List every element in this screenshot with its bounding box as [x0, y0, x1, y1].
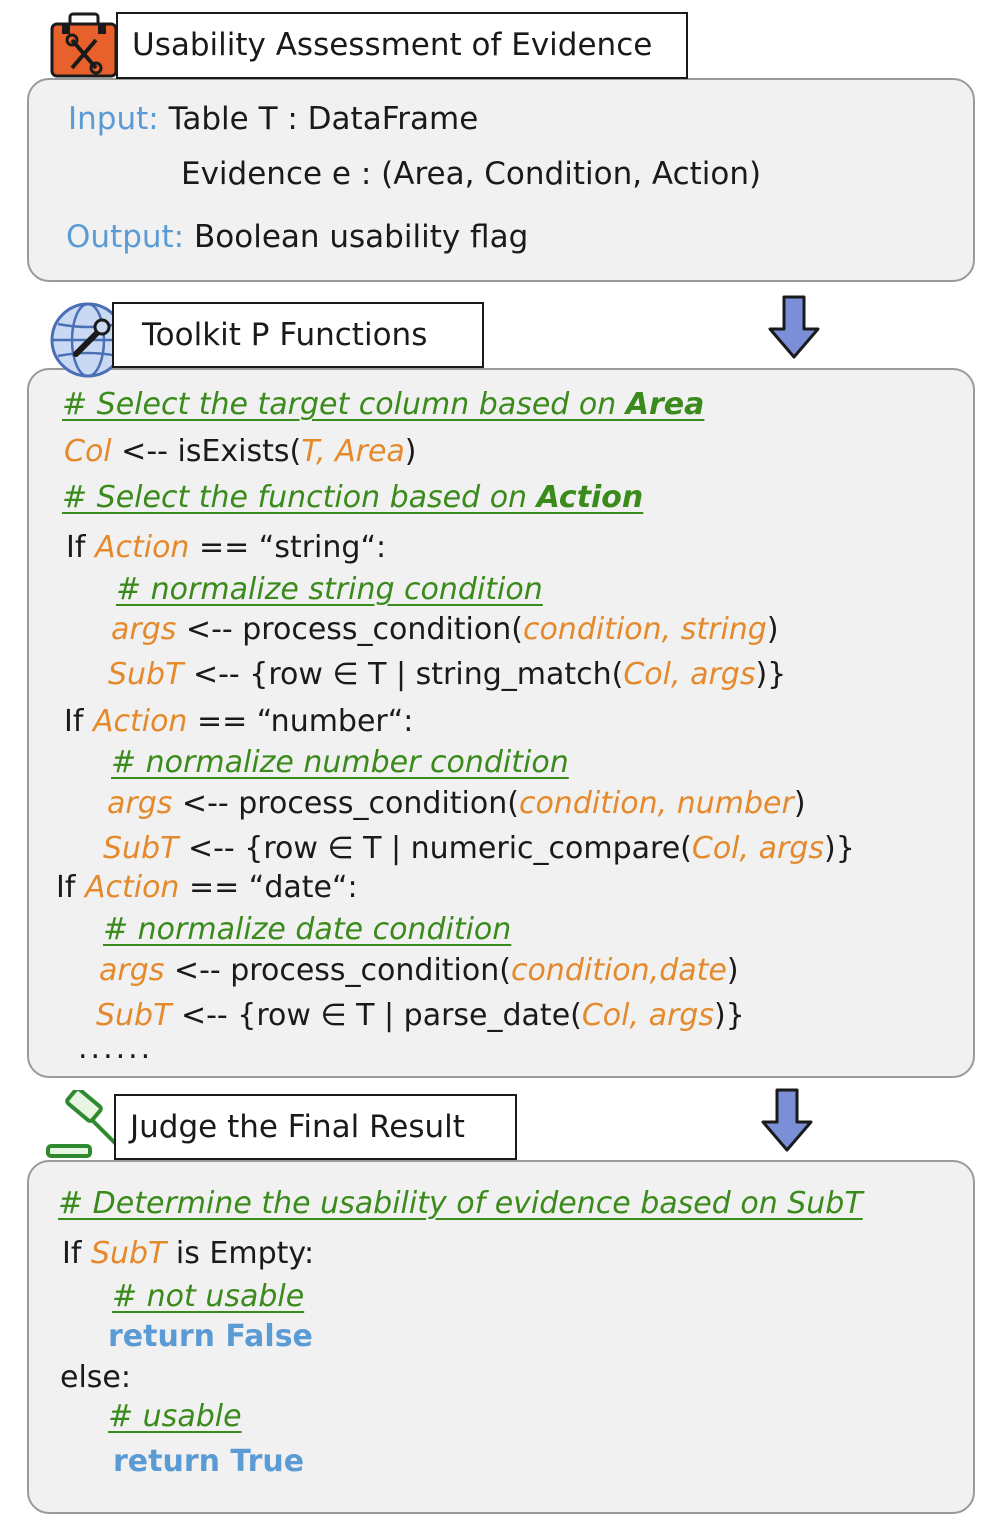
- comment-text: # Select the target column based on: [62, 387, 626, 422]
- code-else: else:: [60, 1359, 131, 1397]
- kw-if: If: [56, 870, 85, 905]
- var-subt: SubT: [108, 657, 184, 692]
- code-comment-usable: # usable: [108, 1398, 242, 1436]
- code-ellipsis: ......: [78, 1030, 153, 1068]
- return-false: return False: [108, 1319, 313, 1354]
- code-if-number: If Action == “number“:: [64, 703, 413, 741]
- code-text: <-- process_condition(: [176, 612, 523, 647]
- toolkit-panel: [27, 368, 975, 1078]
- comment-text: # normalize number condition: [111, 745, 569, 780]
- code-text: <-- process_condition(: [172, 786, 519, 821]
- output-label: Output:: [66, 219, 185, 255]
- var-action: Action: [94, 530, 190, 565]
- var-action: Action: [92, 704, 188, 739]
- code-line-col: Col <-- isExists(T, Area): [64, 433, 417, 471]
- code-text: == “number“:: [187, 704, 414, 739]
- code-text: ): [766, 612, 779, 647]
- gavel-icon: [46, 1090, 120, 1158]
- code-text: )}: [755, 657, 787, 692]
- code-comment-string: # normalize string condition: [116, 571, 543, 609]
- comment-text: # normalize string condition: [116, 572, 543, 607]
- comment-text: # Select the function based on: [62, 480, 537, 515]
- code-text: <-- {row ∈ T | numeric_compare(: [178, 831, 692, 866]
- section-title-toolkit: Toolkit P Functions: [112, 302, 484, 368]
- code-subt-date: SubT <-- {row ∈ T | parse_date(Col, args…: [96, 997, 745, 1035]
- code-if-string: If Action == “string“:: [66, 529, 386, 567]
- code-text: is Empty:: [166, 1236, 315, 1271]
- code-args-date: args <-- process_condition(condition,dat…: [99, 952, 739, 990]
- code-text: )}: [823, 831, 855, 866]
- code-text: == “string“:: [189, 530, 387, 565]
- code-text: )}: [713, 998, 745, 1033]
- var-action: Action: [84, 870, 180, 905]
- code-subt-string: SubT <-- {row ∈ T | string_match(Col, ar…: [108, 656, 786, 694]
- var-args: args: [111, 612, 177, 647]
- var-params: condition,date: [510, 953, 727, 988]
- code-comment-determine: # Determine the usability of evidence ba…: [58, 1185, 863, 1223]
- input-label: Input:: [68, 101, 159, 137]
- output-value: Boolean usability flag: [194, 219, 529, 255]
- var-subt: SubT: [90, 1236, 167, 1271]
- code-subt-number: SubT <-- {row ∈ T | numeric_compare(Col,…: [103, 830, 855, 868]
- var-col: Col: [64, 434, 112, 469]
- code-return-true: return True: [113, 1443, 304, 1481]
- code-text: <-- {row ∈ T | string_match(: [183, 657, 624, 692]
- kw-if: If: [66, 530, 95, 565]
- code-text: ): [793, 786, 806, 821]
- title-text: Judge the Final Result: [130, 1108, 465, 1145]
- section-title-judge: Judge the Final Result: [114, 1094, 517, 1160]
- code-comment-action: # Select the function based on Action: [62, 479, 643, 517]
- comment-bold: Action: [536, 480, 644, 515]
- comment-bold: Area: [625, 387, 705, 422]
- input-evidence: Evidence e : (Area, Condition, Action): [181, 156, 762, 192]
- code-text: <-- isExists(: [111, 434, 302, 469]
- down-arrow-icon: [761, 1088, 813, 1152]
- ellipsis-text: ......: [78, 1031, 154, 1066]
- code-comment-date: # normalize date condition: [103, 911, 511, 949]
- code-return-false: return False: [108, 1318, 313, 1356]
- comment-text: # usable: [108, 1399, 242, 1434]
- var-subt: SubT: [103, 831, 179, 866]
- var-params: Col, args: [581, 998, 714, 1033]
- kw-if: If: [64, 704, 93, 739]
- var-args: args: [99, 953, 165, 988]
- code-comment-number: # normalize number condition: [111, 744, 569, 782]
- var-args: args: [107, 786, 173, 821]
- title-text: Toolkit P Functions: [142, 316, 428, 353]
- var-params: condition, string: [522, 612, 767, 647]
- code-text: <-- process_condition(: [164, 953, 511, 988]
- section-title-assessment: Usability Assessment of Evidence: [116, 12, 688, 79]
- code-text: ): [726, 953, 739, 988]
- output-row: Output: Boolean usability flag: [66, 218, 528, 257]
- comment-text: # normalize date condition: [103, 912, 512, 947]
- code-text: <-- {row ∈ T | parse_date(: [171, 998, 582, 1033]
- input-evidence-row: Evidence e : (Area, Condition, Action): [181, 155, 761, 194]
- code-if-empty: If SubT is Empty:: [62, 1235, 314, 1273]
- var-params: Col, args: [623, 657, 756, 692]
- comment-text: # Determine the usability of evidence ba…: [58, 1186, 863, 1221]
- kw-if: If: [62, 1236, 91, 1271]
- input-table: Table T : DataFrame: [168, 101, 479, 137]
- code-text: == “date“:: [179, 870, 358, 905]
- code-args-number: args <-- process_condition(condition, nu…: [107, 785, 806, 823]
- comment-text: # not usable: [112, 1279, 305, 1314]
- code-args-string: args <-- process_condition(condition, st…: [111, 611, 779, 649]
- input-output-panel: [27, 78, 975, 282]
- title-text: Usability Assessment of Evidence: [132, 27, 653, 63]
- down-arrow-icon: [768, 295, 820, 359]
- code-comment-not-usable: # not usable: [112, 1278, 304, 1316]
- var-subt: SubT: [96, 998, 172, 1033]
- var-args: T, Area: [301, 434, 405, 469]
- var-params: condition, number: [518, 786, 794, 821]
- judge-panel: [27, 1160, 975, 1514]
- toolbox-icon: [50, 12, 118, 78]
- code-if-date: If Action == “date“:: [56, 869, 358, 907]
- code-comment-area: # Select the target column based on Area: [62, 386, 704, 424]
- return-true: return True: [113, 1444, 305, 1479]
- input-row: Input: Table T : DataFrame: [68, 100, 478, 139]
- var-params: Col, args: [691, 831, 824, 866]
- kw-else: else:: [60, 1360, 131, 1395]
- code-text: ): [404, 434, 417, 469]
